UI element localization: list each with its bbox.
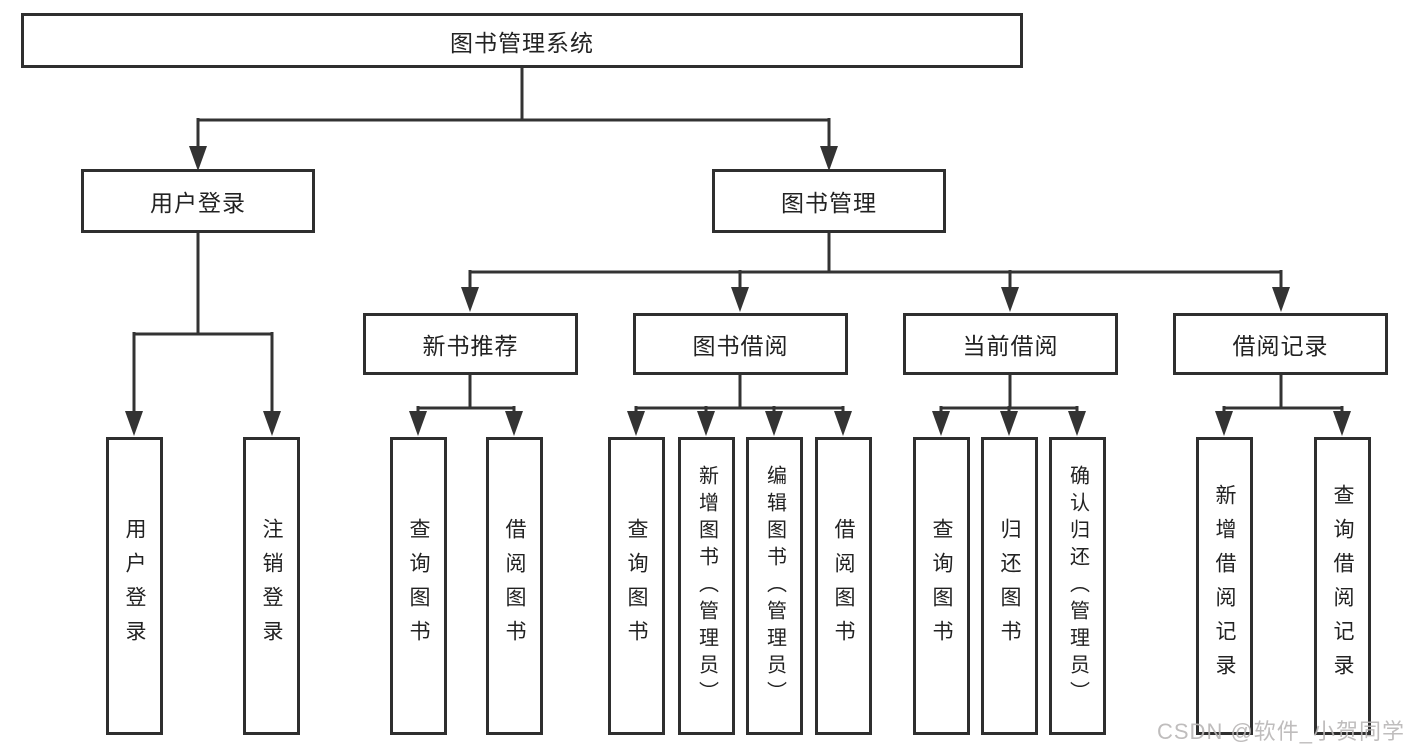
leaf-user-login: 用户登录: [106, 437, 163, 735]
node-current-borrowing: 当前借阅: [903, 313, 1118, 375]
leaf-query-books-3: 查询图书: [913, 437, 970, 735]
watermark: CSDN @软件_小贺同学: [1157, 719, 1405, 744]
node-book-management: 图书管理: [712, 169, 946, 233]
leaf-borrow-books-1: 借阅图书: [486, 437, 543, 735]
leaf-query-books-3-label: 查询图书: [930, 518, 953, 654]
node-new-book-recommend: 新书推荐: [363, 313, 578, 375]
leaf-add-borrow-record-label: 新增借阅记录: [1213, 484, 1236, 688]
node-root: 图书管理系统: [21, 13, 1023, 68]
leaf-edit-book-admin-label: 编辑图书（管理员）: [763, 464, 786, 708]
node-book-management-label: 图书管理: [781, 190, 877, 216]
leaf-logout-label: 注销登录: [260, 518, 283, 654]
leaf-logout: 注销登录: [243, 437, 300, 735]
node-root-label: 图书管理系统: [450, 29, 594, 56]
connector-paths: [132, 68, 1344, 413]
node-user-login-label: 用户登录: [150, 190, 246, 216]
leaf-user-login-label: 用户登录: [123, 518, 146, 654]
leaf-query-books-2-label: 查询图书: [625, 518, 648, 654]
leaf-confirm-return-admin: 确认归还（管理员）: [1049, 437, 1106, 735]
leaf-borrow-books-2-label: 借阅图书: [832, 518, 855, 654]
leaf-borrow-books-1-label: 借阅图书: [503, 518, 526, 654]
leaf-return-books: 归还图书: [981, 437, 1038, 735]
leaf-query-books-2: 查询图书: [608, 437, 665, 735]
node-book-borrowing-label: 图书借阅: [692, 333, 789, 359]
leaf-add-book-admin-label: 新增图书（管理员）: [695, 464, 718, 708]
leaf-add-book-admin: 新增图书（管理员）: [678, 437, 735, 735]
leaf-edit-book-admin: 编辑图书（管理员）: [746, 437, 803, 735]
node-current-borrowing-label: 当前借阅: [962, 333, 1059, 359]
node-borrowing-records: 借阅记录: [1173, 313, 1388, 375]
node-user-login: 用户登录: [81, 169, 315, 233]
node-new-book-recommend-label: 新书推荐: [422, 333, 519, 359]
leaf-borrow-books-2: 借阅图书: [815, 437, 872, 735]
leaf-confirm-return-admin-label: 确认归还（管理员）: [1066, 464, 1089, 708]
node-book-borrowing: 图书借阅: [633, 313, 848, 375]
node-borrowing-records-label: 借阅记录: [1232, 333, 1329, 359]
leaf-query-books-1-label: 查询图书: [407, 518, 430, 654]
leaf-add-borrow-record: 新增借阅记录: [1196, 437, 1253, 735]
leaf-return-books-label: 归还图书: [998, 518, 1021, 654]
leaf-query-books-1: 查询图书: [390, 437, 447, 735]
leaf-query-borrow-record: 查询借阅记录: [1314, 437, 1371, 735]
leaf-query-borrow-record-label: 查询借阅记录: [1331, 484, 1354, 688]
arrowheads: [125, 146, 1351, 436]
